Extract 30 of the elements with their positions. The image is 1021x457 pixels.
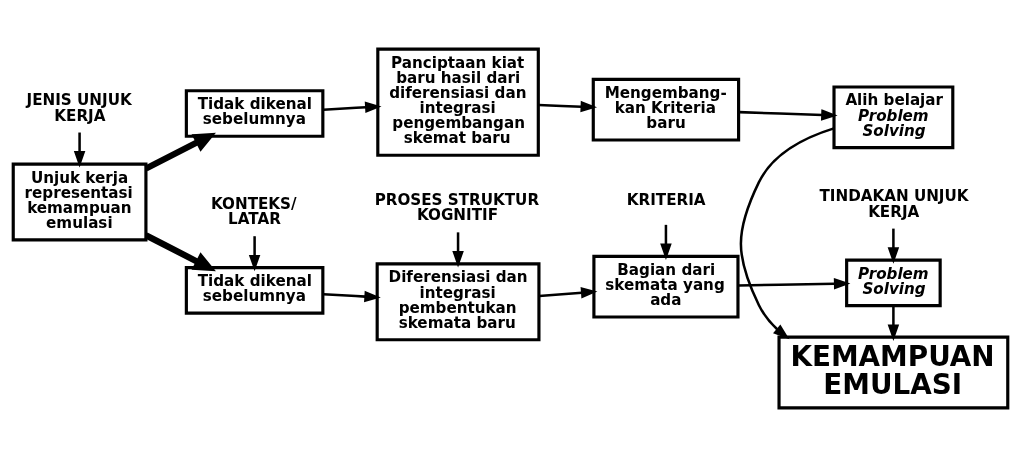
node-box: KEMAMPUAN EMULASI bbox=[777, 335, 1010, 410]
node-box: Unjuk kerja representasi kemampuan emulasi bbox=[11, 162, 148, 242]
node-box: Bagian dari skemata yang ada bbox=[592, 254, 740, 319]
arrow bbox=[660, 224, 672, 261]
arrow bbox=[73, 132, 86, 168]
node-text: TINDAKAN UNJUK KERJA bbox=[819, 187, 969, 221]
node-text: KONTEKS/ LATAR bbox=[211, 195, 297, 229]
arrow bbox=[738, 278, 851, 290]
arrow bbox=[887, 305, 900, 341]
node-box: Tidak dikenal sebelumnya bbox=[184, 266, 325, 315]
arrow bbox=[452, 232, 464, 268]
arrow bbox=[144, 132, 216, 172]
node-box: Mengembang- kan Kriteria baru bbox=[591, 77, 741, 142]
node-text: KRITERIA bbox=[626, 190, 706, 209]
arrow bbox=[144, 232, 216, 272]
node-box: Problem Solving bbox=[845, 258, 942, 308]
node-box: Panciptaan kiat baru hasil dari diferensiasi dan integrasi pengembangan skemat baru bbox=[376, 47, 540, 157]
arrow bbox=[539, 287, 598, 299]
arrow bbox=[887, 228, 900, 264]
arrow bbox=[738, 109, 838, 121]
arrow bbox=[248, 236, 261, 272]
node-text: JENIS UNJUK KERJA bbox=[26, 91, 132, 125]
node-box: Alih belajar Problem Solving bbox=[832, 85, 955, 150]
node-text: PROSES STRUKTUR KOGNITIF bbox=[374, 191, 540, 225]
arrow bbox=[739, 127, 835, 340]
arrow bbox=[538, 100, 598, 113]
arrow bbox=[323, 290, 381, 303]
arrow bbox=[323, 101, 382, 114]
node-box: Tidak dikenal sebelumnya bbox=[184, 89, 325, 138]
node-box: Diferensiasi dan integrasi pembentukan skemata baru bbox=[375, 262, 541, 342]
